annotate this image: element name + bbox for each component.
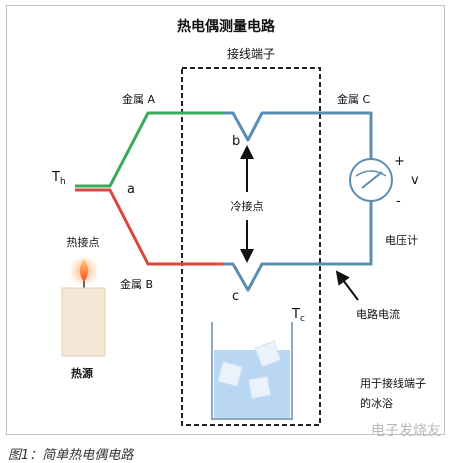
diagram-title: 热电偶测量电路 [177,18,276,35]
ice-cube [254,340,282,368]
voltmeter-scale [355,170,387,177]
junction-b-label: b [232,134,240,149]
tc-sub: c [300,314,305,324]
cold-junction-label: 冷接点 [231,200,264,213]
terminal-box-label: 接线端子 [227,46,275,61]
metal-b-wire [75,188,223,266]
terminal-box [181,67,321,426]
figure-caption: 图1：简单热电偶电路 [8,448,134,463]
tc-label: Tc [291,307,305,324]
tc-main: T [291,307,300,322]
watermark: 电子发烧友 [371,423,441,439]
candle-icon [61,287,106,357]
ice-bath-label-line1: 用于接线端子 [360,376,426,390]
metal-a-wire [75,111,223,188]
current-label: 电路电流 [356,307,400,321]
junction-c-label: c [232,289,239,304]
voltmeter-v: v [411,173,419,188]
flame-icon [79,259,89,282]
th-label: Th [51,170,66,187]
ice-bath-label-line2: 的冰浴 [360,396,393,410]
metal-c-label: 金属 C [337,92,370,106]
metal-b-label: 金属 B [120,277,153,291]
ice-bath-container [211,322,293,420]
th-main: T [51,170,60,185]
th-sub: h [60,177,66,187]
metal-a-label: 金属 A [122,92,155,106]
ice-cube [217,361,243,387]
metal-c-wire [223,200,373,292]
metal-c-wire [223,111,373,160]
ice-cube [247,375,272,399]
voltmeter-needle [361,171,383,189]
current-arrow [335,270,359,301]
voltmeter-label: 电压计 [385,234,418,247]
voltmeter-plus: + [394,154,405,169]
junction-a-label: a [127,182,135,197]
voltmeter-minus: - [396,194,401,209]
heat-source-label: 热源 [71,366,93,380]
hot-junction-label: 热接点 [67,236,100,249]
